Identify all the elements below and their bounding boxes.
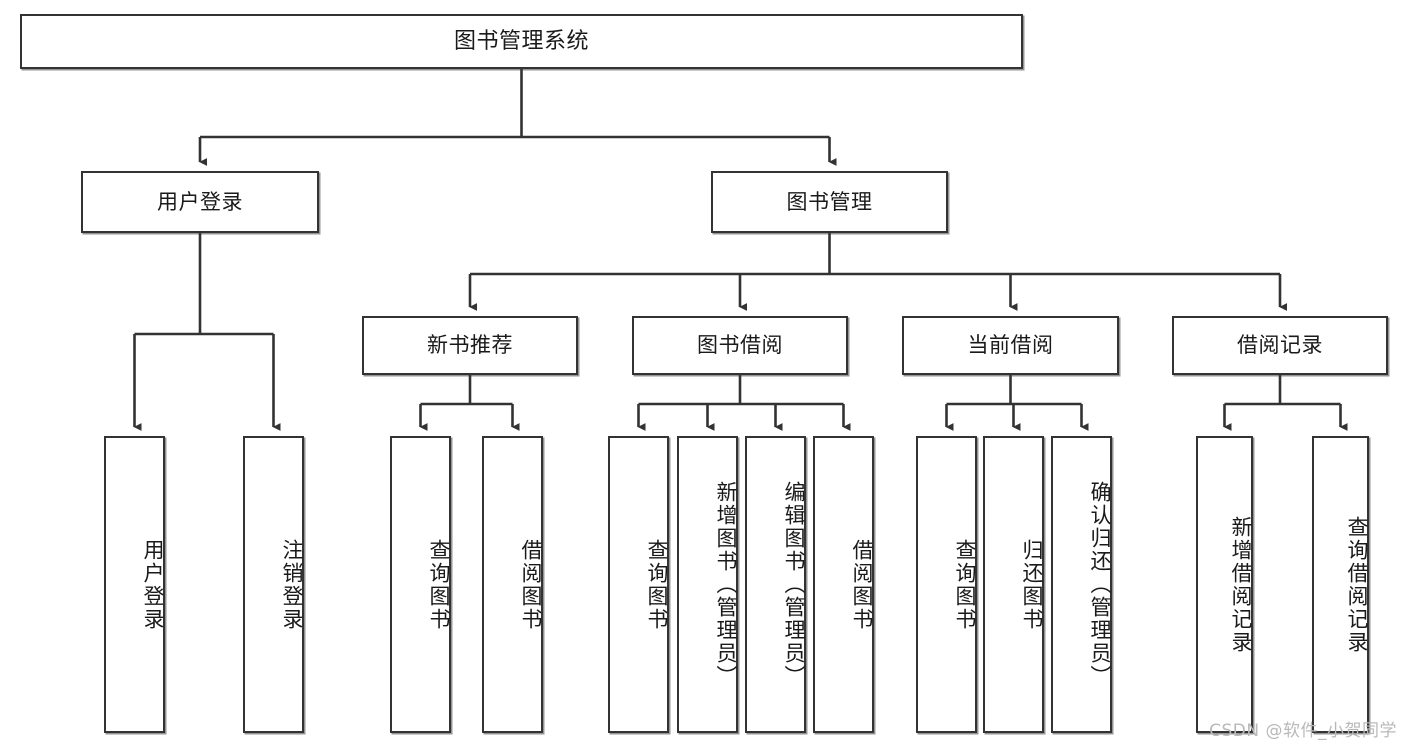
node-book-management-system[interactable]: 图书管理系统 (20, 14, 1023, 69)
node-user-login[interactable]: 用户登录 (81, 171, 319, 233)
node-label: 查询图书 (953, 538, 977, 631)
node-label: 编辑图书（管理员） (782, 481, 806, 688)
node-label: 用户登录 (141, 538, 165, 631)
node-label: 注销登录 (280, 538, 304, 631)
node-label: 查询借阅记录 (1345, 515, 1369, 654)
leaf-query-book-new-recommend[interactable]: 查询图书 (390, 436, 451, 733)
leaf-edit-book-admin[interactable]: 编辑图书（管理员） (745, 436, 806, 733)
leaf-user-login[interactable]: 用户登录 (104, 436, 165, 733)
node-label: 新增借阅记录 (1229, 515, 1253, 654)
leaf-confirm-return-admin[interactable]: 确认归还（管理员） (1051, 436, 1112, 733)
node-label: 图书管理系统 (453, 28, 589, 54)
leaf-add-book-admin[interactable]: 新增图书（管理员） (677, 436, 738, 733)
node-label: 图书管理 (786, 189, 873, 214)
leaf-query-book-borrowing[interactable]: 查询图书 (608, 436, 669, 733)
leaf-borrow-book-new-recommend[interactable]: 借阅图书 (482, 436, 543, 733)
node-label: 归还图书 (1020, 538, 1044, 631)
node-book-borrowing[interactable]: 图书借阅 (632, 316, 848, 375)
node-label: 图书借阅 (697, 333, 783, 358)
node-label: 新增图书（管理员） (714, 481, 738, 688)
leaf-user-logout[interactable]: 注销登录 (243, 436, 304, 733)
node-label: 查询图书 (427, 538, 451, 631)
leaf-query-book-current[interactable]: 查询图书 (916, 436, 977, 733)
node-label: 借阅记录 (1237, 333, 1323, 358)
node-label: 借阅图书 (850, 538, 874, 631)
node-borrowing-record[interactable]: 借阅记录 (1172, 316, 1388, 375)
node-label: 新书推荐 (427, 333, 513, 358)
leaf-borrow-book-borrowing[interactable]: 借阅图书 (813, 436, 874, 733)
node-label: 确认归还（管理员） (1088, 481, 1112, 688)
leaf-query-borrowing-record[interactable]: 查询借阅记录 (1312, 436, 1369, 733)
node-label: 当前借阅 (967, 333, 1054, 358)
node-label: 用户登录 (157, 189, 243, 214)
leaf-return-book[interactable]: 归还图书 (983, 436, 1044, 733)
leaf-add-borrowing-record[interactable]: 新增借阅记录 (1196, 436, 1253, 733)
node-new-book-recommendation[interactable]: 新书推荐 (362, 316, 578, 375)
node-label: 借阅图书 (519, 538, 543, 631)
watermark: CSDN @软件_小贺同学 (1209, 721, 1397, 741)
node-book-management[interactable]: 图书管理 (711, 171, 948, 233)
node-current-borrowing[interactable]: 当前借阅 (902, 316, 1119, 375)
node-label: 查询图书 (645, 538, 669, 631)
